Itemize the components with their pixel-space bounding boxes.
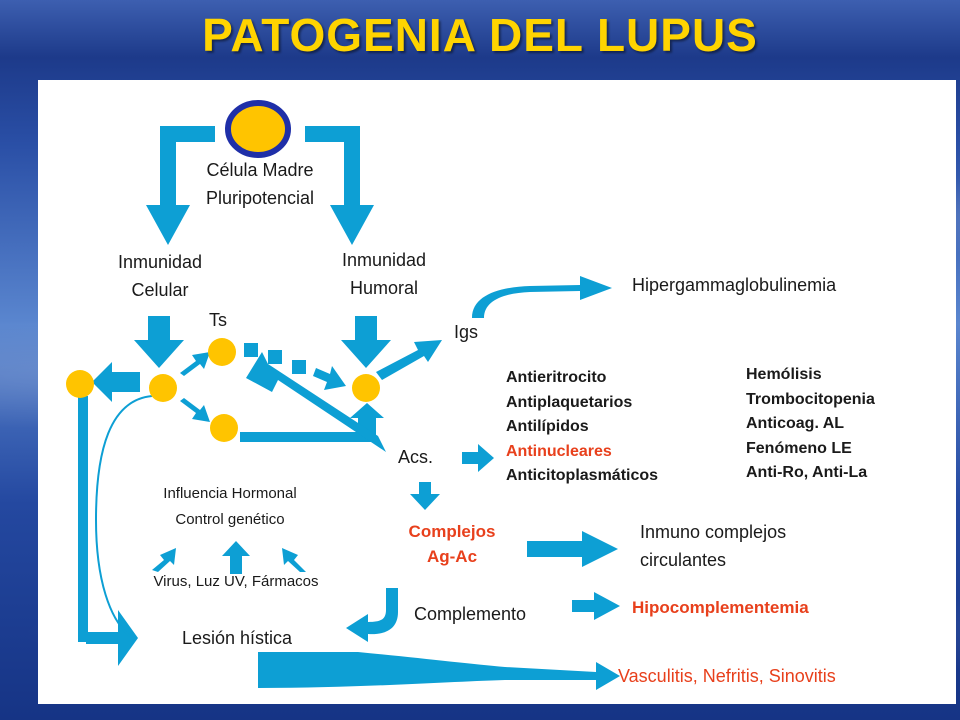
antibody-item: Antiplaquetarios [506,393,633,411]
cell-ts [208,338,236,366]
label-humoral-line1: Inmunidad [341,250,427,270]
label-stem-cell-line1: Célula Madre [206,160,314,180]
label-circulating-line2: circulantes [640,550,727,570]
antibody-item: Antieritrocito [506,369,607,386]
arrow-dashed-head [313,366,346,390]
list-effects: Hemólisis Trombocitopenia Anticoag. AL F… [746,363,875,486]
label-humoral: Inmunidad Humoral [294,246,474,302]
curve-cell-lesion [94,395,153,637]
label-acs: Acs. [398,447,434,467]
label-vasculitis: Vasculitis, Nefritis, Sinovitis [618,666,836,686]
arrow-igs-hyper [472,276,612,318]
cells [66,100,380,442]
antibody-item: Anticitoplasmáticos [506,467,659,484]
arrow-to-lesion [86,610,138,666]
arrow-to-left-cell [92,362,140,402]
arrow-acs-right [462,444,494,472]
label-cellular-line1: Inmunidad [117,252,203,272]
arrow-to-ts [180,352,210,376]
label-complexes: Complejos Ag-Ac [382,520,522,569]
label-cellular: Inmunidad Celular [70,248,250,304]
label-circulating: Inmuno complejos circulantes [640,518,786,574]
antibody-item: Antilípidos [506,418,589,435]
arrow-lesion-vasculitis [258,652,620,690]
effect-item: Trombocitopenia [746,390,875,408]
arrow-complement-right [572,592,620,620]
arrow-trigger-mid [222,541,250,574]
label-stem-cell: Célula Madre Pluripotencial [170,156,350,212]
effect-item: Hemólisis [746,366,822,383]
label-lesion: Lesión hística [182,628,293,648]
label-circulating-line1: Inmuno complejos [640,522,787,542]
diagram-panel [38,80,956,704]
label-hypocomplementemia: Hipocomplementemia [632,598,809,617]
arrow-to-igs [376,340,442,380]
label-complement: Complemento [414,604,527,624]
arrow-trigger-right [282,548,306,572]
label-humoral-line2: Humoral [349,278,419,298]
label-complexes-line2: Ag-Ac [426,546,478,566]
effect-item: Anti-Ro, Anti-La [746,464,868,481]
list-antibodies: Antieritrocito Antiplaquetarios Antilípi… [506,366,658,489]
stem-cell [225,100,291,158]
cell-left [66,370,94,398]
label-hypergammaglobulinemia: Hipergammaglobulinemia [632,275,837,295]
label-cellular-line2: Celular [131,280,189,300]
left-vertical-line [78,396,88,642]
cell-lower [210,414,238,442]
effect-item: Fenómeno LE [746,439,852,457]
label-complexes-line1: Complejos [408,522,496,541]
arrow-celular-down [134,316,184,368]
effect-item: Anticoag. AL [746,415,845,432]
arrow-curve-complement [346,588,398,642]
arrow-acs-to-ts [246,352,386,452]
arrow-stem-left [146,126,215,245]
antibody-item-highlight: Antinucleares [506,442,612,460]
label-hormonal: Influencia Hormonal [163,485,297,502]
cell-humoral [352,374,380,402]
arrow-stem-right [305,126,374,245]
arrow-complexes-right [527,531,618,567]
page-title: PATOGENIA DEL LUPUS [202,9,758,61]
arrow-humoral-down [341,316,391,368]
bar-lower-to-humoral [240,432,372,442]
label-genetic: Control genético [175,511,285,528]
arrow-acs-down [410,482,440,510]
cell-center [149,374,177,402]
arrow-to-lower-cell [180,398,210,422]
label-stem-cell-line2: Pluripotencial [205,188,315,208]
label-triggers: Virus, Luz UV, Fármacos [153,573,319,590]
label-ts: Ts [209,310,227,330]
arrow-trigger-left [152,548,176,572]
label-igs: Igs [453,322,478,342]
